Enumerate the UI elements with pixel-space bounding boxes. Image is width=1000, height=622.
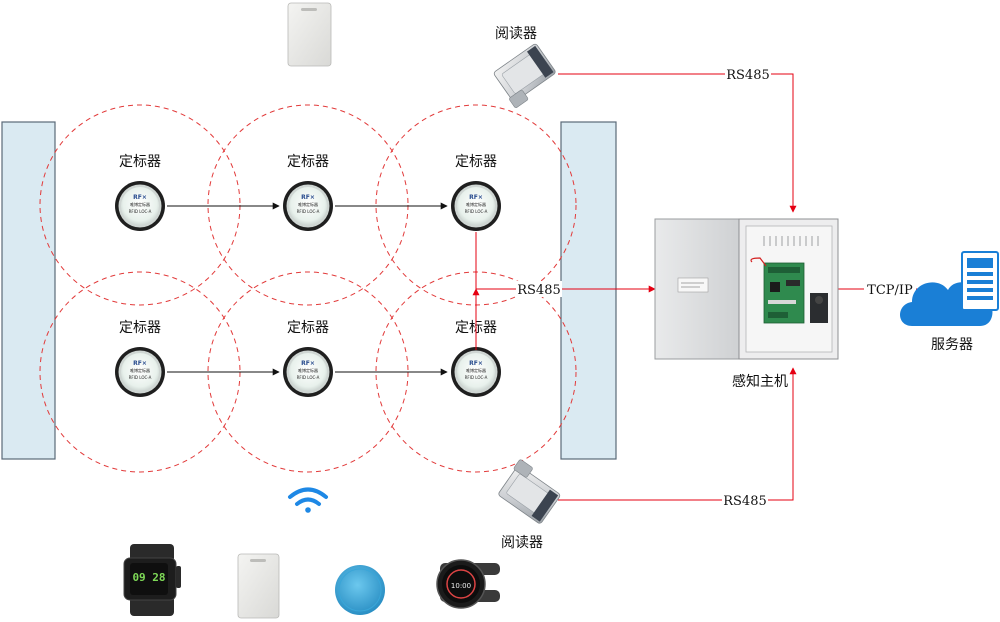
beacon: 定标器 RF×唯博定标器 RFID LOC-A: [115, 154, 165, 231]
range-circle: [207, 104, 409, 306]
right-wall-panel: [560, 121, 617, 460]
beacon-text-line1: 唯博定标器: [466, 201, 486, 207]
beacon-text-line2: RFID LOC-A: [297, 375, 320, 380]
rs485-top-label: RS485: [726, 68, 770, 83]
beacon-brand: RF×: [301, 360, 315, 367]
beacon-brand: RF×: [133, 194, 147, 201]
beacon-text-line1: 唯博定标器: [298, 367, 318, 373]
rfid-card-top: [287, 2, 332, 67]
beacon-text-line2: RFID LOC-A: [129, 375, 152, 380]
beacon-text-line2: RFID LOC-A: [465, 375, 488, 380]
beacon-face: [457, 187, 495, 225]
beacon-text-line2: RFID LOC-A: [465, 209, 488, 214]
beacon: 定标器 RF×唯博定标器 RFID LOC-A: [451, 154, 501, 231]
watch-round-time: 10:00: [451, 582, 471, 590]
beacon-face: [289, 353, 327, 391]
host-cabinet: [654, 218, 839, 360]
beacon-label: 定标器: [287, 320, 329, 336]
beacon-face: [121, 353, 159, 391]
label-bg: [864, 281, 916, 297]
beacon-chain-arrows: [167, 202, 448, 376]
beacon-text-line2: RFID LOC-A: [129, 209, 152, 214]
beacon-label: 定标器: [119, 154, 161, 170]
host-label: 感知主机: [732, 373, 788, 390]
smartwatch-round-icon: 10:00: [436, 559, 500, 609]
beacon-text-line1: 唯博定标器: [130, 201, 150, 207]
range-circle: [39, 104, 241, 306]
beacon-brand: RF×: [469, 360, 483, 367]
server-tower-icon: [961, 251, 999, 311]
beacon-face: [121, 187, 159, 225]
smartwatch-square-icon: 09 28: [123, 544, 181, 616]
beacon: 定标器 RF×唯博定标器 RFID LOC-A: [283, 154, 333, 231]
rs485-top-line: [558, 73, 797, 213]
beacon-label: 定标器: [287, 154, 329, 170]
rs485-mid-label: RS485: [517, 283, 561, 298]
reader-bottom: [498, 459, 561, 524]
beacon-text-line1: 唯博定标器: [298, 201, 318, 207]
beacon: 定标器 RF×唯博定标器 RFID LOC-A: [115, 320, 165, 397]
rs485-links: [472, 73, 933, 501]
beacon-label: 定标器: [455, 154, 497, 170]
reader-top: [493, 43, 556, 108]
label-bg: [722, 492, 768, 508]
label-bg: [725, 66, 771, 82]
beacon-brand: RF×: [301, 194, 315, 201]
beacon-brand: RF×: [133, 360, 147, 367]
left-wall-panel: [1, 121, 56, 460]
beacon-face: [289, 187, 327, 225]
server-label: 服务器: [931, 337, 973, 353]
reader-bottom-label: 阅读器: [501, 534, 543, 551]
rfid-card-bottom: [237, 553, 280, 619]
beacon-text-line1: 唯博定标器: [130, 367, 150, 373]
label-bg: [516, 281, 562, 297]
beacon-label: 定标器: [119, 320, 161, 336]
watch-square-time: 09 28: [132, 571, 165, 584]
beacon: 定标器 RF×唯博定标器 RFID LOC-A: [283, 320, 333, 397]
beacon-text-line1: 唯博定标器: [466, 367, 486, 373]
server-icon: [900, 251, 999, 326]
reader-top-label: 阅读器: [495, 25, 537, 42]
blue-tag-icon: [335, 565, 385, 615]
beacon-text-line2: RFID LOC-A: [297, 209, 320, 214]
beacon-face: [457, 353, 495, 391]
tcpip-label: TCP/IP: [867, 283, 913, 298]
rs485-bottom-line: [558, 367, 797, 501]
rs485-bottom-label: RS485: [723, 494, 767, 509]
wifi-icon: [288, 487, 328, 513]
beacon-brand: RF×: [469, 194, 483, 201]
